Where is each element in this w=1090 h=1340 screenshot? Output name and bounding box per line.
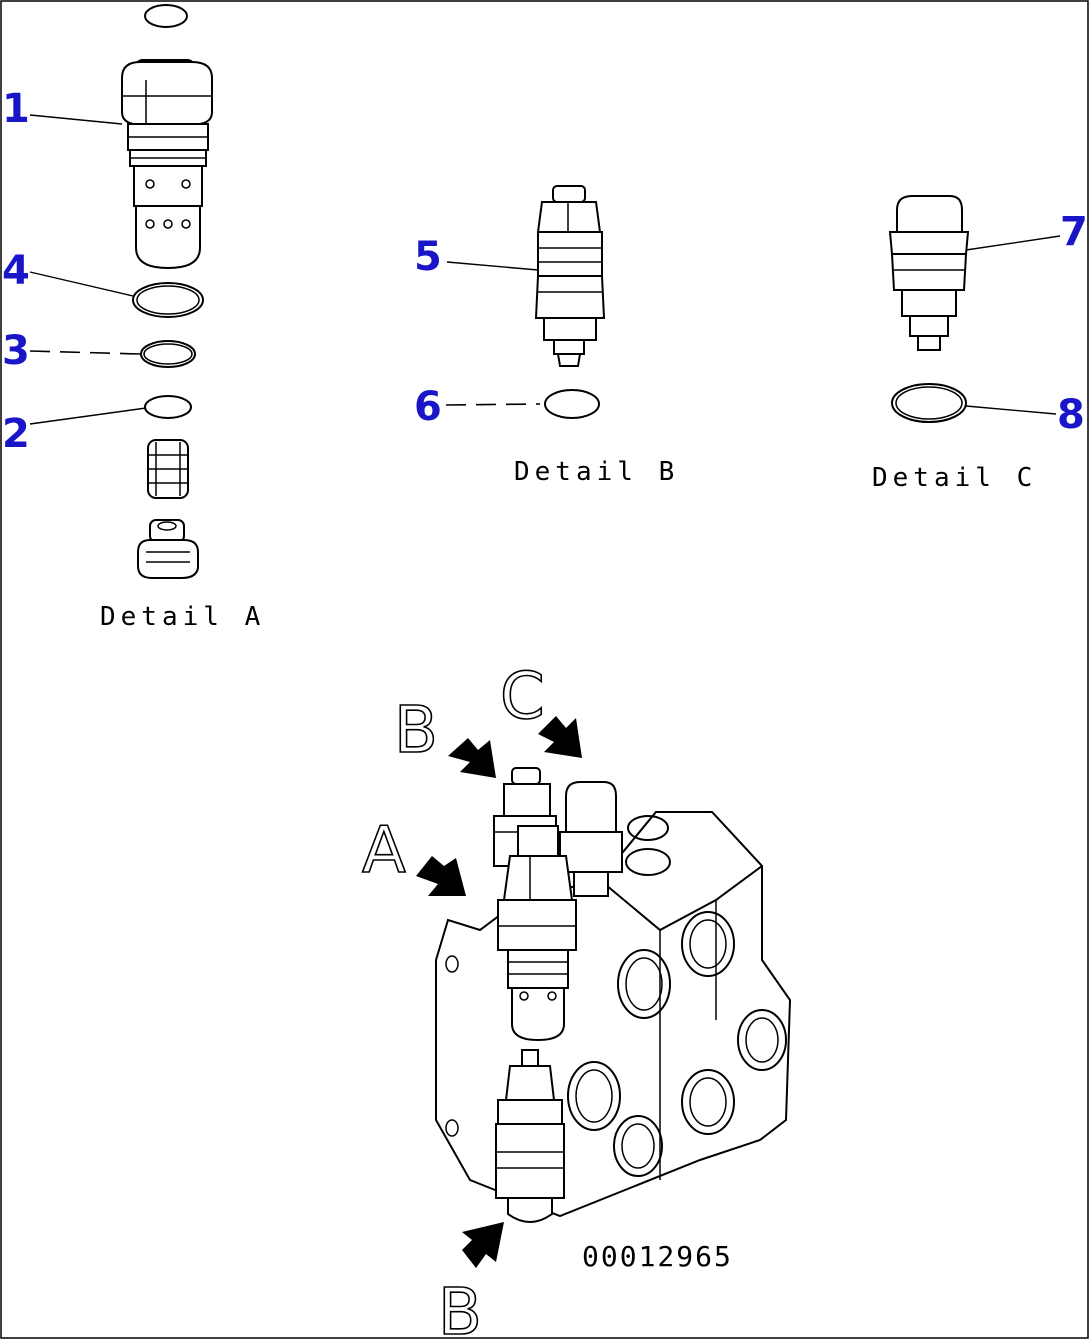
part-8-o-ring: [891, 383, 967, 423]
detail-a-caption: Detail A: [100, 602, 265, 632]
side-port-5: [681, 1069, 735, 1135]
part-5-relief-valve: [534, 185, 606, 367]
view-arrow-c: [538, 716, 582, 758]
callout-2: 2: [2, 411, 30, 457]
detail-b-caption: Detail B: [514, 457, 679, 487]
callout-7: 7: [1060, 209, 1088, 255]
part-4-o-ring: [132, 282, 204, 318]
detail-c-caption: Detail C: [872, 463, 1037, 493]
callout-3: 3: [2, 328, 30, 374]
top-port-2: [625, 848, 671, 876]
part-7-plug: [888, 195, 970, 351]
side-port-6: [613, 1115, 663, 1177]
plug: [137, 519, 199, 579]
view-arrow-b: [448, 738, 496, 778]
view-letter-b-lower: B: [438, 1276, 482, 1340]
callout-8: 8: [1057, 392, 1085, 438]
assembly-cartridge: [497, 825, 577, 1042]
callout-4: 4: [2, 248, 30, 294]
view-letter-c: C: [500, 660, 545, 734]
lower-relief-valve: [495, 1049, 565, 1223]
top-o-ring: [144, 4, 188, 28]
callout-6: 6: [414, 384, 442, 430]
view-letter-a: A: [362, 814, 406, 888]
spring: [147, 439, 189, 499]
top-port-1: [627, 815, 669, 841]
detail-b-group: 5 6 Detail B: [414, 185, 679, 487]
detail-a-group: 1 4 3 2 Detail A: [2, 4, 265, 632]
callout-1: 1: [2, 86, 30, 132]
view-arrow-a: [416, 856, 466, 896]
side-port-4: [567, 1061, 621, 1131]
part-6-o-ring: [544, 389, 600, 419]
view-letter-b: B: [394, 694, 438, 768]
detail-c-group: 7 8 Detail C: [872, 195, 1088, 493]
part-3-backup-ring: [140, 340, 196, 368]
view-arrow-b-lower: [462, 1222, 504, 1268]
part-1-cartridge: [121, 59, 213, 270]
assembly-plug: [559, 781, 623, 897]
valve-body-assembly: [435, 767, 792, 1223]
side-port-2: [617, 949, 671, 1019]
callout-5: 5: [414, 234, 442, 280]
side-port-3: [737, 1009, 787, 1071]
drawing-number: 00012965: [582, 1240, 733, 1273]
side-port-1: [681, 911, 735, 977]
part-2-o-ring: [144, 395, 192, 419]
